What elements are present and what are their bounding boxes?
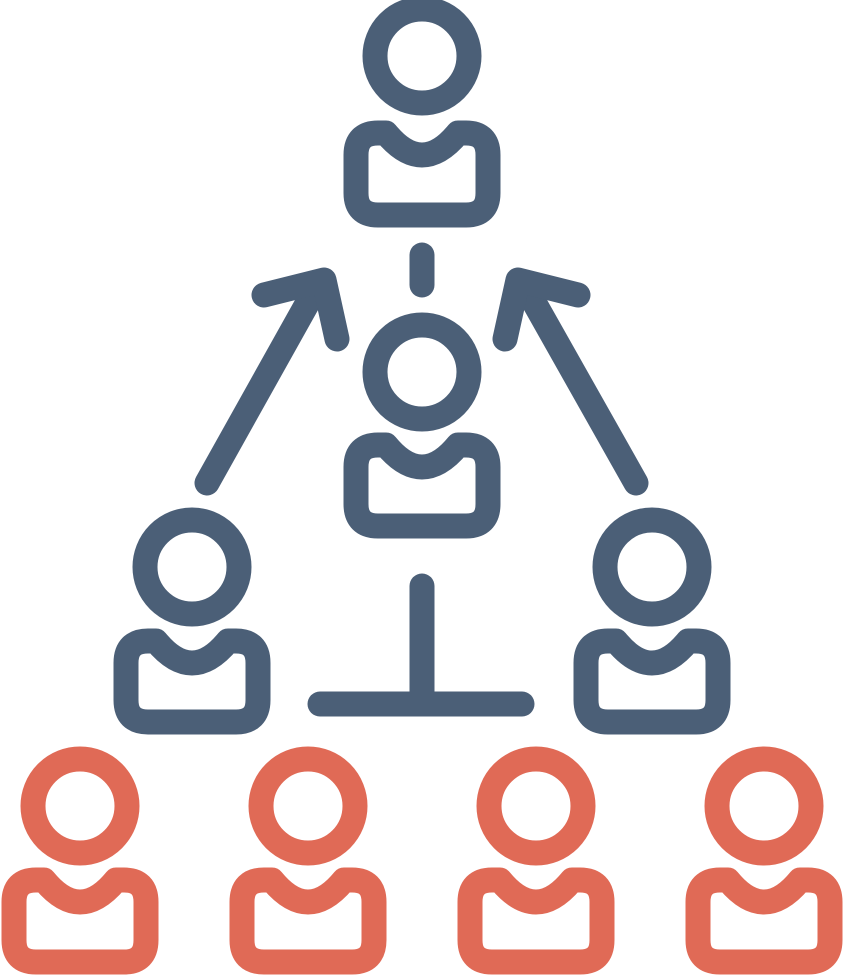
team-member-3-person-icon — [457, 746, 615, 975]
middle-person-icon — [343, 312, 501, 539]
person-body — [343, 120, 501, 228]
right-arrow-head-icon — [492, 267, 591, 352]
person-body — [343, 432, 501, 539]
person-head — [20, 746, 140, 866]
person-body — [1, 867, 159, 975]
right-person-icon — [573, 507, 731, 735]
person-head — [132, 507, 252, 627]
left-person-icon — [113, 507, 271, 735]
left-arrow-head-icon — [251, 267, 350, 352]
person-head — [704, 746, 824, 866]
person-head — [592, 507, 712, 627]
person-head — [248, 746, 368, 866]
person-head — [362, 0, 482, 116]
person-body — [113, 628, 271, 735]
person-head — [476, 746, 596, 866]
person-head — [362, 312, 482, 432]
team-member-4-person-icon — [685, 746, 843, 975]
team-member-2-person-icon — [229, 746, 387, 975]
team-layer — [1, 746, 843, 975]
top-leader-person-icon — [343, 0, 501, 228]
person-body — [685, 867, 843, 975]
leader-layer — [113, 0, 731, 735]
person-body — [573, 628, 731, 735]
right-arrow-shaft — [513, 275, 649, 496]
person-body — [229, 867, 387, 975]
person-body — [457, 867, 615, 975]
left-arrow-shaft — [194, 275, 329, 496]
team-member-1-person-icon — [1, 746, 159, 975]
